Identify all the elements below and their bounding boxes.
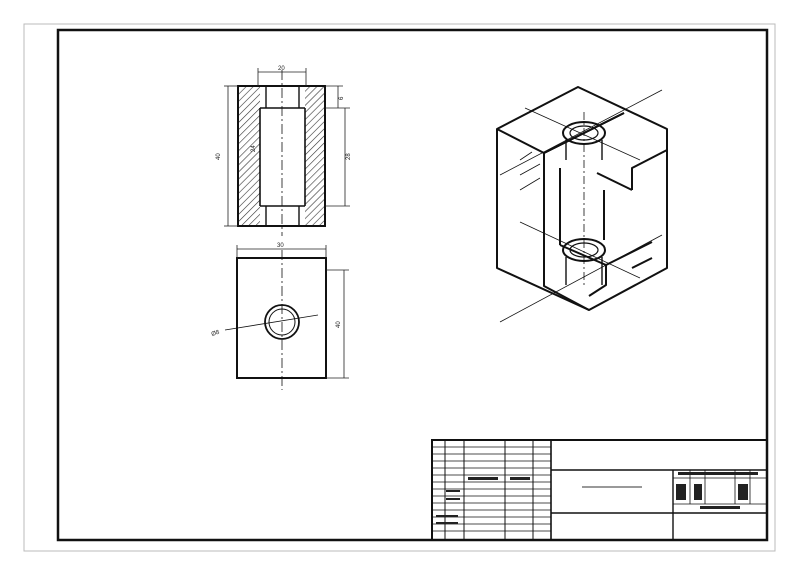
dim-bottom-height: 40	[336, 321, 342, 328]
sheet-frame	[23, 23, 776, 552]
title-block	[431, 439, 768, 541]
left-wall-hatch	[238, 86, 260, 226]
dim-diameter: Ø8	[211, 330, 221, 338]
right-wall-hatch	[305, 86, 325, 226]
isometric-view	[496, 86, 668, 311]
dim-top-right-mid: 28	[346, 153, 352, 160]
dim-top-height: 40	[216, 153, 222, 160]
dim-bottom-width: 30	[277, 243, 284, 249]
title-block-marks	[436, 472, 758, 524]
front-dimensions	[224, 68, 350, 227]
front-section-view	[237, 70, 326, 236]
dim-top-inner-left: 24	[251, 145, 257, 152]
top-view	[224, 250, 327, 390]
dim-top-width: 20	[278, 66, 285, 72]
isometric-centerlines	[499, 89, 663, 323]
dim-top-right-small: 6	[339, 96, 345, 100]
top-dimensions	[236, 245, 349, 379]
